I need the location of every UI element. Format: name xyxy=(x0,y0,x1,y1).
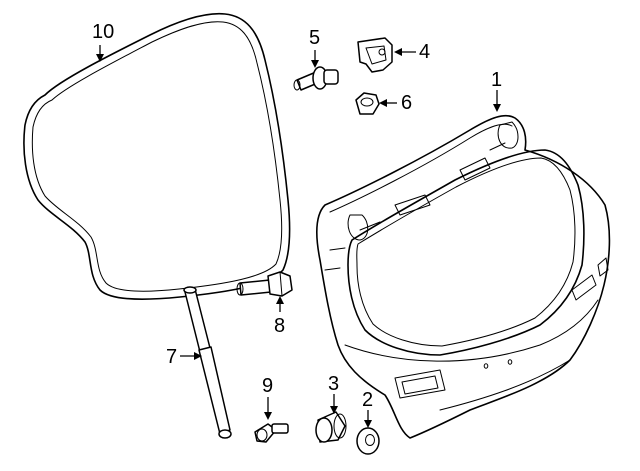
callout-8: 8 xyxy=(274,315,285,337)
part-5-stud xyxy=(293,66,339,91)
part-4-bracket xyxy=(357,37,393,73)
part-3-bumper xyxy=(315,411,347,443)
part-10-weatherstrip xyxy=(23,12,291,300)
callout-3: 3 xyxy=(328,373,339,395)
part-6-nut xyxy=(355,92,380,115)
callout-leaders xyxy=(96,45,501,428)
callout-6: 6 xyxy=(401,92,412,114)
callout-1: 1 xyxy=(491,69,502,91)
callout-4: 4 xyxy=(419,41,430,63)
part-8-bolt xyxy=(236,271,293,297)
callout-2: 2 xyxy=(362,389,373,411)
part-1-liftgate xyxy=(315,114,611,439)
part-2-grommet xyxy=(356,427,380,455)
callout-7: 7 xyxy=(166,346,177,368)
callout-labels: 10 5 4 6 1 8 7 9 3 2 xyxy=(92,21,502,411)
callout-10: 10 xyxy=(92,21,114,43)
callout-5: 5 xyxy=(309,27,320,49)
part-7-strut xyxy=(183,286,232,439)
part-9-clip xyxy=(254,423,289,443)
callout-9: 9 xyxy=(262,375,273,397)
